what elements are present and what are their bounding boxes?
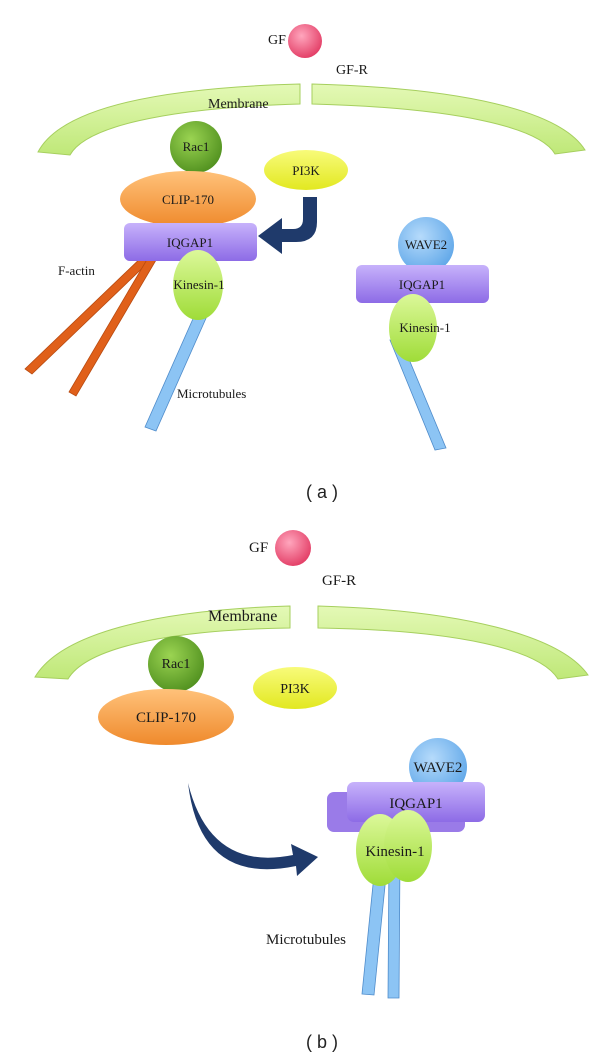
membrane-label-b: Membrane [208, 608, 277, 625]
wave2-label-b: WAVE2 [414, 760, 463, 776]
membrane-right-b [317, 605, 589, 680]
rac1-label-a: Rac1 [183, 139, 210, 154]
pi3k-b [253, 667, 337, 709]
clip170-a [120, 171, 256, 227]
wave2-label-a: WAVE2 [405, 237, 447, 252]
curved-arrow-b [188, 783, 318, 876]
membrane-left-a [37, 83, 301, 156]
kinesin-left-a [173, 250, 223, 320]
iqgap1-front-b [347, 782, 485, 822]
kinesin-right-a [389, 294, 437, 362]
rac1-label-b: Rac1 [162, 657, 191, 672]
membrane-right-a [311, 83, 586, 155]
arrow-pi3k-to-iqgap1-a [258, 197, 317, 254]
kinesin-right-label-a: Kinesin-1 [399, 320, 450, 335]
pi3k-a [264, 150, 348, 190]
panel-b-label: ( b ) [306, 1032, 338, 1052]
microtubules-label-b: Microtubules [266, 932, 346, 948]
microtubule-left-a [144, 311, 208, 432]
iqgap1-label-b: IQGAP1 [389, 796, 442, 812]
microtubules-label-a: Microtubules [177, 386, 246, 401]
panel-b: Membrane GF GF-R Rac1 CLIP-170 PI3K Micr… [34, 530, 589, 1052]
pi3k-label-b: PI3K [280, 682, 310, 697]
wave2-b [409, 738, 467, 796]
factin-label-a: F-actin [58, 263, 95, 278]
iqgap1-right-a [356, 265, 489, 303]
rac1-a [170, 121, 222, 173]
pi3k-label-a: PI3K [292, 163, 320, 178]
clip170-label-b: CLIP-170 [136, 710, 196, 726]
gf-ball-a [288, 24, 322, 58]
kinesin-label-b: Kinesin-1 [365, 844, 424, 860]
membrane-left-b [34, 605, 291, 680]
gf-label-b: GF [249, 540, 268, 556]
wave2-a [398, 217, 454, 273]
iqgap1-right-label-a: IQGAP1 [399, 277, 445, 292]
clip170-b [98, 689, 234, 745]
panel-a: Membrane GF GF-R F-actin Microtubules Ra… [24, 24, 586, 502]
rac1-b [148, 636, 204, 692]
kinesin-b-2 [384, 810, 432, 882]
kinesin-left-label-a: Kinesin-1 [173, 277, 224, 292]
clip170-label-a: CLIP-170 [162, 192, 214, 207]
panel-a-label: ( a ) [306, 482, 338, 502]
gfr-label-b: GF-R [322, 573, 356, 589]
iqgap1-left-a [124, 223, 257, 261]
membrane-label-a: Membrane [208, 97, 269, 112]
gf-ball-b [275, 530, 311, 566]
iqgap1-left-label-a: IQGAP1 [167, 235, 213, 250]
gfr-label-a: GF-R [336, 63, 369, 78]
gf-label-a: GF [268, 33, 286, 48]
